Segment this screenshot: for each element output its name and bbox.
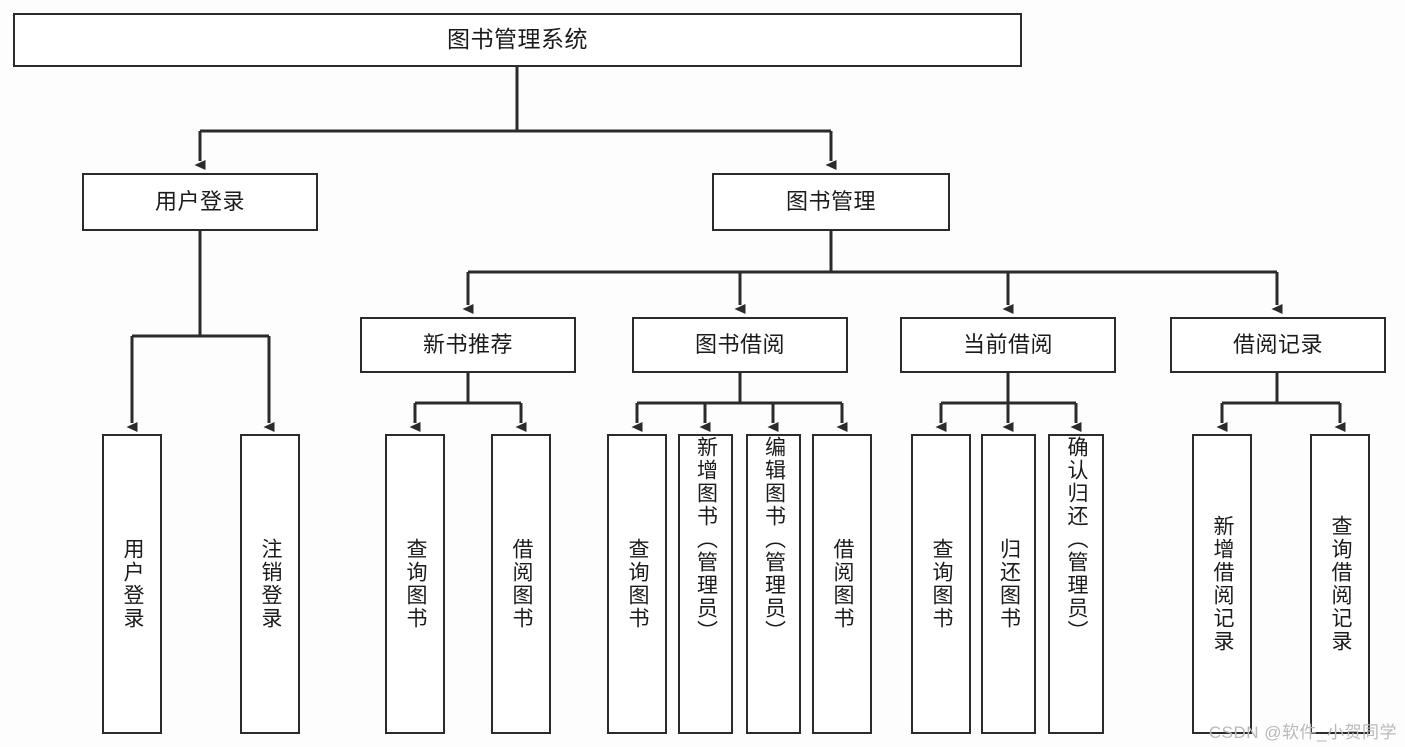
leaf-borrow-borrow-book[interactable]: 借阅图书 (812, 434, 872, 734)
node-book-management[interactable]: 图书管理 (712, 173, 950, 231)
leaf-current-confirm-return-admin[interactable]: 确认归还（管理员） (1048, 434, 1104, 734)
node-label: 确认归还（管理员） (1065, 436, 1089, 643)
node-label: 借阅图书 (510, 538, 534, 630)
leaf-record-add-record[interactable]: 新增借阅记录 (1192, 434, 1252, 734)
node-label: 归还图书 (997, 538, 1021, 630)
leaf-user-logout[interactable]: 注销登录 (240, 434, 300, 734)
node-root-system[interactable]: 图书管理系统 (13, 13, 1022, 67)
node-label: 编辑图书（管理员） (762, 436, 786, 643)
node-label: 当前借阅 (962, 332, 1053, 358)
leaf-user-login[interactable]: 用户登录 (102, 434, 162, 734)
node-label: 查询图书 (930, 538, 954, 630)
node-label: 查询图书 (404, 538, 428, 630)
node-label: 借阅图书 (831, 538, 855, 630)
node-label: 用户登录 (121, 538, 145, 630)
node-label: 新增借阅记录 (1211, 515, 1235, 653)
leaf-newbook-borrow-book[interactable]: 借阅图书 (491, 434, 551, 734)
node-label: 查询图书 (626, 538, 650, 630)
node-label: 图书管理系统 (447, 26, 588, 53)
leaf-current-query-book[interactable]: 查询图书 (911, 434, 971, 734)
node-book-borrow[interactable]: 图书借阅 (632, 317, 848, 373)
leaf-borrow-query-book[interactable]: 查询图书 (607, 434, 667, 734)
node-new-book-recommend[interactable]: 新书推荐 (360, 317, 576, 373)
node-label: 查询借阅记录 (1329, 515, 1353, 653)
csdn-watermark: CSDN @软件_小贺同学 (1208, 723, 1397, 742)
node-label: 借阅记录 (1232, 332, 1323, 358)
leaf-current-return-book[interactable]: 归还图书 (981, 434, 1036, 734)
node-user-login[interactable]: 用户登录 (82, 173, 318, 231)
node-label: 图书借阅 (694, 332, 785, 358)
leaf-newbook-query-book[interactable]: 查询图书 (385, 434, 445, 734)
node-current-borrow[interactable]: 当前借阅 (900, 317, 1116, 373)
leaf-borrow-edit-book-admin[interactable]: 编辑图书（管理员） (746, 434, 801, 734)
node-borrow-record[interactable]: 借阅记录 (1170, 317, 1386, 373)
node-label: 注销登录 (259, 538, 283, 630)
node-label: 用户登录 (154, 189, 245, 215)
leaf-record-query-record[interactable]: 查询借阅记录 (1310, 434, 1370, 734)
node-label: 新书推荐 (422, 332, 513, 358)
node-label: 新增图书（管理员） (694, 436, 718, 643)
leaf-borrow-add-book-admin[interactable]: 新增图书（管理员） (678, 434, 733, 734)
node-label: 图书管理 (785, 189, 876, 215)
